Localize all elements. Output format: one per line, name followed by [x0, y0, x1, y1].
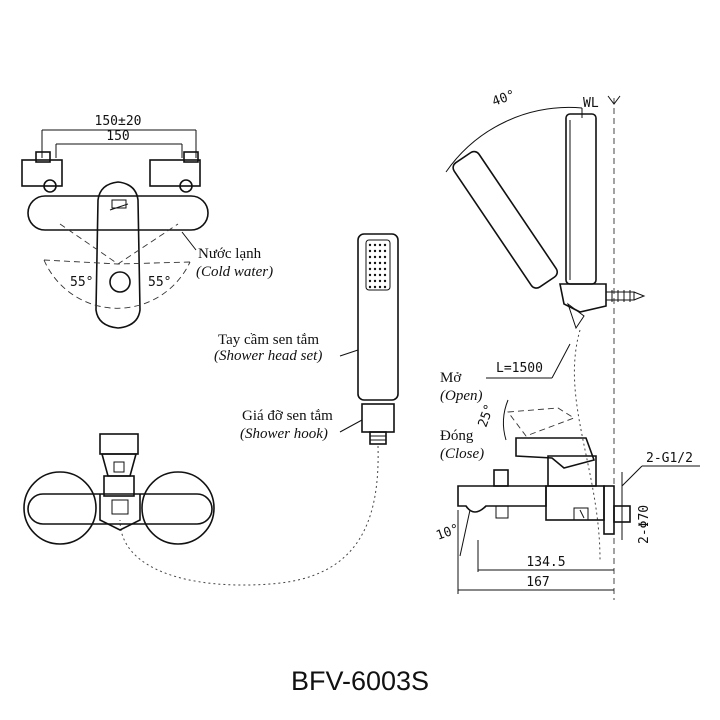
label-shower-head-en: (Shower head set): [214, 348, 322, 364]
dim-lever-angle: 25°: [476, 402, 498, 429]
label-hook-vi: Giá đỡ sen tắm: [242, 408, 333, 424]
label-shower-head-vi: Tay cầm sen tắm: [218, 332, 319, 348]
model-code: BFV-6003S: [291, 666, 429, 696]
label-close-en: (Close): [440, 446, 484, 462]
dim-angle-left: 55°: [70, 275, 93, 290]
label-cold-en: (Cold water): [196, 264, 273, 280]
label-hook-en: (Shower hook): [240, 426, 328, 442]
dim-depth-spout: 134.5: [526, 555, 565, 570]
mixer-side-view: 25° 2-G1/2 2-Φ70 10° 134.5 167: [434, 399, 700, 594]
dim-depth-total: 167: [526, 575, 549, 590]
label-cold-vi: Nước lạnh: [198, 246, 262, 262]
dim-hose-length: L=1500: [496, 361, 543, 376]
label-open-en: (Open): [440, 388, 482, 404]
spray-holes: [368, 243, 387, 289]
dim-width-tol: 150±20: [95, 114, 142, 129]
dim-angle-right: 55°: [148, 275, 171, 290]
dim-flange: 2-Φ70: [637, 505, 652, 544]
mixer-front-view: [23, 433, 215, 545]
mixer-top-view: 150±20 150 55° 55°: [21, 114, 209, 329]
dim-thread: 2-G1/2: [646, 451, 693, 466]
dim-spout-angle: 10°: [434, 522, 461, 544]
label-open-vi: Mở: [440, 370, 462, 386]
hand-shower: [119, 233, 399, 586]
dim-width: 150: [106, 129, 129, 144]
label-close-vi: Đóng: [440, 428, 474, 444]
dim-wall-line: WL: [583, 96, 599, 111]
dim-head-angle: 40°: [490, 88, 517, 110]
